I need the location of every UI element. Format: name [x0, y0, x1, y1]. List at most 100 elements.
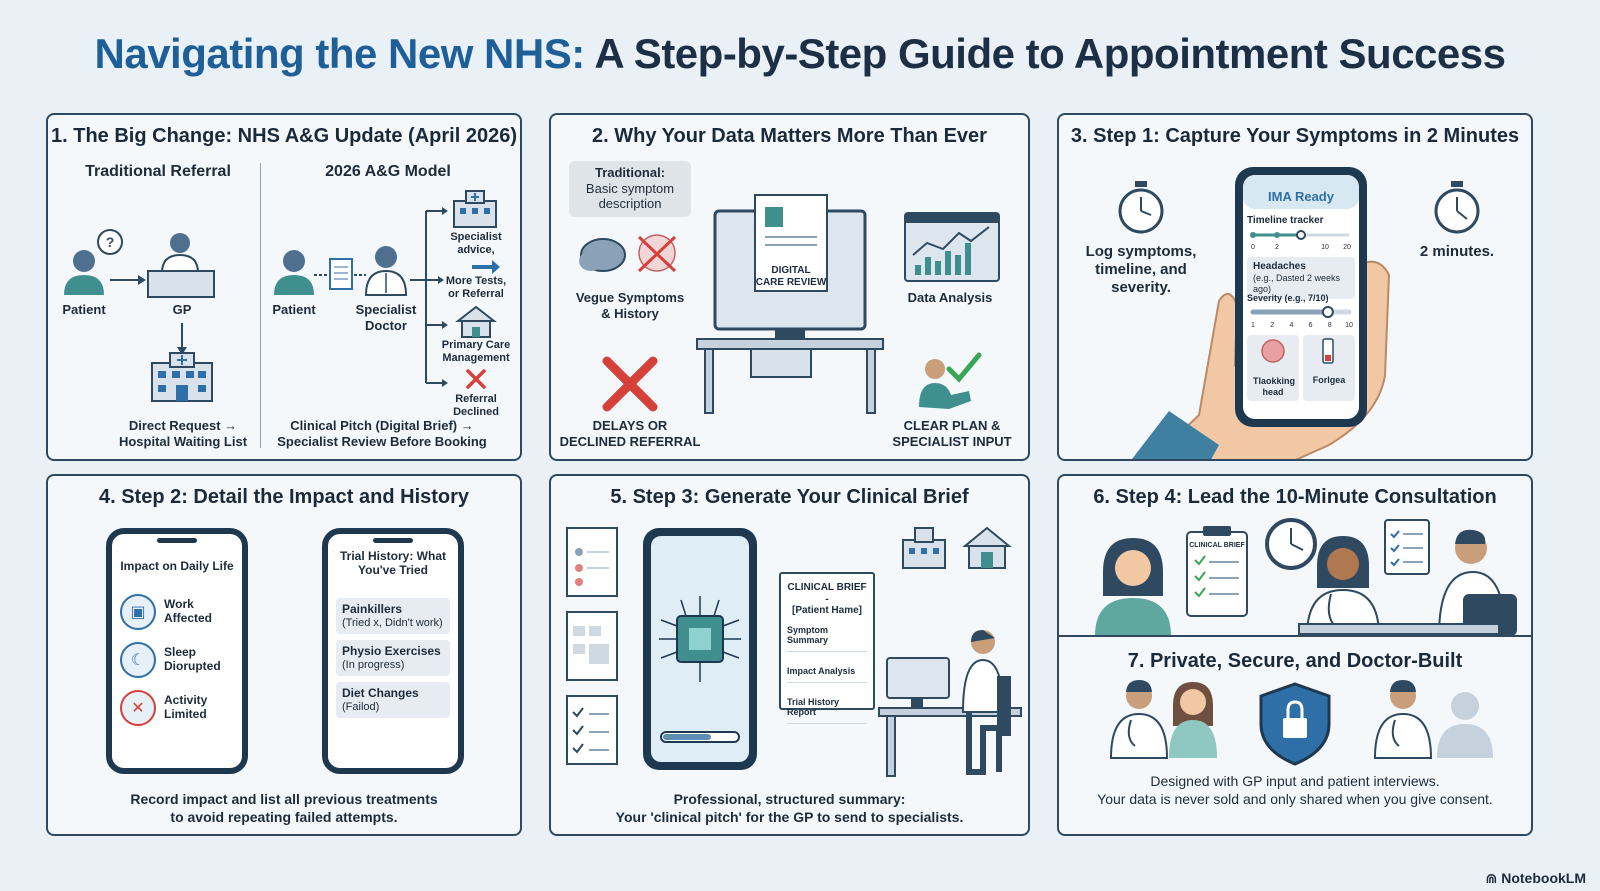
severity-knob[interactable]	[1321, 306, 1334, 318]
panel-impact-history: 4. Step 2: Detail the Impact and History…	[46, 474, 522, 836]
trial-item[interactable]: Diet Changes(Failod)	[336, 682, 450, 719]
specialist-hospital-icon	[453, 190, 497, 228]
headaches-label: Headaches	[1253, 261, 1306, 272]
specialist-advice-label: Specialist advice,	[450, 231, 502, 256]
tile-head-label: Tlaokking head	[1253, 375, 1296, 397]
traditional-desc: Basic symptom description	[585, 180, 675, 212]
no-running-icon: ✕	[120, 690, 156, 726]
panel-clinical-brief: 5. Step 3: Generate Your Clinical Brief	[549, 474, 1030, 836]
shield-lock-icon	[1259, 682, 1331, 766]
phone-notch	[157, 538, 197, 543]
impact-label: Work Affected	[164, 597, 213, 625]
phone-notch	[373, 538, 413, 543]
doctor-woman-icon	[1305, 536, 1381, 637]
patient-icon-2	[274, 250, 314, 295]
panel-big-change: 1. The Big Change: NHS A&G Update (April…	[46, 113, 522, 461]
panel-title: 6. Step 4: Lead the 10-Minute Consultati…	[1093, 486, 1497, 508]
timeline-tick: 2	[1275, 244, 1279, 251]
man-patient-icon	[1437, 529, 1517, 637]
clinical-brief-doc: CLINICAL BRIEF - [Patient Hame] Symptom …	[779, 572, 875, 724]
trial-history-title: Trial History: What You've Tried	[339, 549, 446, 577]
delays-label: DELAYS OR DECLINED REFERRAL	[559, 418, 701, 449]
briefcase-icon: ▣	[120, 594, 156, 630]
impact-title: Impact on Daily Life	[120, 559, 234, 573]
trial-name: Physio Exercises	[342, 644, 441, 658]
document-stack-icon	[566, 527, 618, 765]
svg-text:?: ?	[106, 234, 115, 250]
patient-label: Patient	[62, 302, 106, 317]
patient-label-2: Patient	[272, 302, 316, 317]
clipboard-text: CLINICAL BRIEF	[1189, 542, 1245, 549]
referral-declined-label: Referral Declined	[453, 393, 499, 418]
phone-impact: Impact on Daily Life ▣ Work Affected ☾ Slee…	[106, 528, 248, 774]
severity-tick: 2	[1270, 322, 1274, 329]
vague-symptoms-label: Vegue Symptoms & History	[575, 290, 685, 321]
severity-tick: 1	[1251, 322, 1255, 329]
home-icon	[962, 526, 1012, 569]
data-analysis-label: Data Analysis	[907, 290, 993, 305]
panel-title: 5. Step 3: Generate Your Clinical Brief	[610, 486, 969, 508]
digital-brief-icon	[329, 258, 353, 290]
panel-capture-symptoms: 3. Step 1: Capture Your Symptoms in 2 Mi…	[1057, 113, 1533, 461]
brand-icon: ⋒	[1485, 870, 1498, 886]
divider	[260, 163, 261, 448]
traditional-label: Traditional:	[594, 165, 666, 180]
specialist-doctor-label: Specialist Doctor	[355, 302, 417, 333]
traditional-flow-diagram: ?	[64, 190, 500, 402]
person-silhouette-icon	[1437, 692, 1493, 758]
headaches-card[interactable]: Headaches (e.g., Dasted 2 weeks ago)	[1247, 257, 1355, 299]
gp-icon	[147, 233, 215, 298]
trial-name: Diet Changes	[342, 686, 419, 700]
desk-icon	[696, 338, 884, 414]
clear-plan-label: CLEAR PLAN & SPECIALIST INPUT	[892, 418, 1012, 449]
trial-note: (In progress)	[342, 659, 405, 672]
impact-item: ▣ Work Affected	[120, 592, 236, 632]
brief-line: Symptom Summary	[787, 625, 867, 652]
timeline-slider[interactable]: 0 2 10 20	[1249, 229, 1355, 253]
monitor-text: DIGITAL CARE REVIEW	[755, 265, 827, 288]
trial-item[interactable]: Physio Exercises(In progress)	[336, 640, 450, 677]
headaches-sub: (e.g., Dasted 2 weeks ago)	[1253, 273, 1341, 294]
gp-label: GP	[172, 302, 192, 317]
brand-text: NotebookLM	[1501, 870, 1586, 886]
more-tests-label: More Tests, or Referral	[445, 275, 507, 300]
timeline-tick: 20	[1343, 244, 1351, 251]
brief-caption-1: Professional, structured summary:	[673, 791, 906, 807]
tile-icons	[1261, 338, 1334, 364]
primary-care-label: Primary Care Management	[441, 339, 511, 364]
impact-item: ☾ Sleep Diorupted	[120, 640, 236, 680]
checklist-icon	[1384, 519, 1430, 575]
title-accent: Navigating the New NHS:	[94, 30, 586, 77]
severity-tick: 8	[1328, 322, 1332, 329]
hospital-icon	[902, 527, 946, 569]
trial-name: Painkillers	[342, 602, 403, 616]
bed-icon: ☾	[120, 642, 156, 678]
notebooklm-brand: ⋒ NotebookLM	[1486, 870, 1586, 887]
cloud-icon	[579, 238, 626, 272]
data-analysis-chart-icon	[904, 212, 1000, 282]
clear-plan-icon	[919, 352, 982, 409]
doctor-male-icon	[1109, 680, 1169, 759]
brief-line: Trial History Report	[787, 697, 867, 724]
clinical-brief-diagram	[566, 526, 1022, 777]
panel-title: 3. Step 1: Capture Your Symptoms in 2 Mi…	[1070, 125, 1520, 147]
timeline-tick: 0	[1251, 244, 1255, 251]
log-symptoms-text: Log symptoms, timeline, and severity.	[1085, 243, 1197, 296]
impact-label: Sleep Diorupted	[164, 645, 221, 673]
red-x-icon	[602, 356, 658, 412]
blocked-head-icon	[637, 234, 677, 273]
severity-tick: 6	[1309, 322, 1313, 329]
trial-item[interactable]: Painkillers(Tried x, Didn't work)	[336, 598, 450, 635]
panel-title: 2. Why Your Data Matters More Than Ever	[592, 125, 987, 147]
patient-icon: ?	[64, 229, 123, 295]
brief-title: CLINICAL BRIEF - [Patient Hame]	[787, 582, 867, 616]
timeline-label: Timeline tracker	[1247, 215, 1324, 226]
tile-fatigue-label: Forlgea	[1312, 375, 1346, 385]
two-minutes-text: 2 minutes.	[1419, 243, 1495, 260]
brief-caption-2: Your 'clinical pitch' for the GP to send…	[615, 809, 964, 825]
impact-caption: Record impact and list all previous trea…	[130, 791, 438, 826]
head-pain-icon	[1261, 339, 1285, 363]
doctor-icon-2	[1373, 680, 1433, 759]
